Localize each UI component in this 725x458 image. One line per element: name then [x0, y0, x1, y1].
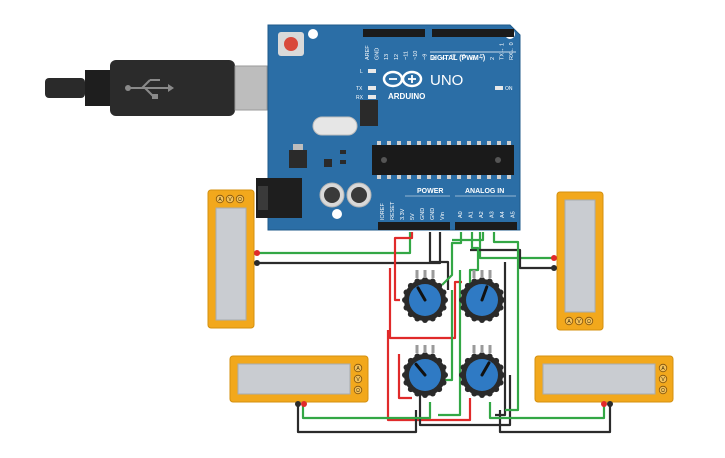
meter-mode-label: Ω [661, 388, 665, 394]
pin-label: GND [420, 208, 426, 220]
pin-label: GND [375, 48, 381, 60]
l-led-label: L [360, 69, 363, 75]
meter-mode-button-0[interactable]: A [564, 316, 574, 326]
pin-label: ~10 [413, 51, 419, 60]
meter-mode-label: A [567, 319, 571, 325]
pin-label: ~5 [461, 54, 467, 60]
pin-label: 5V [410, 213, 416, 220]
arduino-logo-icon [382, 70, 423, 88]
meter-mode-button-2[interactable]: Ω [658, 385, 668, 395]
usb-cable[interactable] [45, 60, 268, 116]
digital-header-2[interactable] [432, 29, 514, 37]
meter-mode-label: A [661, 366, 665, 372]
pin-label: 13 [384, 54, 390, 60]
pin-label: RESET [390, 201, 396, 220]
meter-mode-button-0[interactable]: A [353, 363, 363, 373]
pin-label: A1 [469, 211, 475, 218]
meter-mode-button-1[interactable]: V [225, 194, 235, 204]
meter-mode-label: V [661, 377, 665, 383]
wires[interactable] [258, 232, 612, 434]
pin-label: 8 [432, 57, 438, 60]
pin-label: ~9 [423, 54, 429, 60]
pin-label: ~3 [480, 54, 486, 60]
on-led-label: ON [505, 86, 513, 92]
board-model: UNO [430, 72, 463, 89]
arduino-logo-text: ARDUINO [388, 92, 425, 101]
multimeter-bottom-left[interactable]: AVΩ [229, 355, 369, 407]
pin-label: 7 [442, 57, 448, 60]
pin-label: Vin [440, 212, 446, 220]
meter-mode-button-2[interactable]: Ω [584, 316, 594, 326]
meter-mode-label: Ω [587, 319, 591, 325]
potentiometer-1[interactable] [402, 270, 448, 323]
meter-mode-button-1[interactable]: V [658, 374, 668, 384]
pin-label: A4 [500, 211, 506, 218]
power-label: POWER [417, 188, 443, 195]
pin-label: AREF [365, 45, 371, 60]
pin-label: ~6 [451, 54, 457, 60]
digital-label: DIGITAL (PWM~) [430, 55, 485, 62]
meter-screen [215, 207, 247, 321]
potentiometer-3[interactable] [402, 345, 448, 398]
pin-label: 3.3V [400, 208, 406, 220]
analog-header[interactable] [455, 222, 517, 230]
meter-mode-label: Ω [356, 388, 360, 394]
rx-led-label: RX [356, 95, 364, 101]
meter-screen [542, 363, 656, 395]
meter-mode-button-0[interactable]: A [658, 363, 668, 373]
pin-label: IOREF [380, 203, 386, 220]
meter-mode-label: V [228, 197, 232, 203]
pin-label: 2 [490, 57, 496, 60]
tx-led-label: TX [356, 86, 363, 92]
pin-label: 12 [394, 54, 400, 60]
meter-mode-button-1[interactable]: V [353, 374, 363, 384]
meter-mode-label: Ω [238, 197, 242, 203]
pin-label: GND [430, 208, 436, 220]
meter-mode-label: A [356, 366, 360, 372]
pin-label: A5 [511, 211, 517, 218]
pin-label: A2 [479, 211, 485, 218]
pin-label: ~11 [403, 51, 409, 60]
pin-label: A3 [490, 211, 496, 218]
power-header[interactable] [378, 222, 450, 230]
potentiometers[interactable] [402, 270, 505, 398]
meter-mode-button-0[interactable]: A [215, 194, 225, 204]
digital-header-1[interactable] [363, 29, 425, 37]
meter-screen [564, 199, 596, 313]
meter-mode-label: V [356, 377, 360, 383]
pin-label: RX← 0 [509, 42, 515, 60]
potentiometer-2[interactable] [459, 270, 505, 323]
meter-mode-button-1[interactable]: V [574, 316, 584, 326]
pin-label: A0 [458, 211, 464, 218]
meter-screen [237, 363, 351, 395]
chip-pins [377, 141, 511, 179]
pin-label: 4 [471, 57, 477, 60]
multimeter-bottom-right[interactable]: AVΩ [534, 355, 674, 407]
meter-mode-button-2[interactable]: Ω [353, 385, 363, 395]
meter-mode-button-2[interactable]: Ω [235, 194, 245, 204]
analog-pin-labels: A0 A1 A2 A3 A4 A5 [458, 211, 517, 218]
power-pin-labels: IOREF RESET 3.3V 5V GND GND Vin [380, 201, 446, 220]
meter-mode-label: V [577, 319, 581, 325]
usb-icon [125, 79, 174, 99]
atmega-chip [372, 145, 514, 175]
meter-mode-label: A [218, 197, 222, 203]
potentiometer-4[interactable] [459, 345, 505, 398]
analog-label: ANALOG IN [465, 188, 504, 195]
pin-label: TX→ 1 [499, 43, 505, 60]
